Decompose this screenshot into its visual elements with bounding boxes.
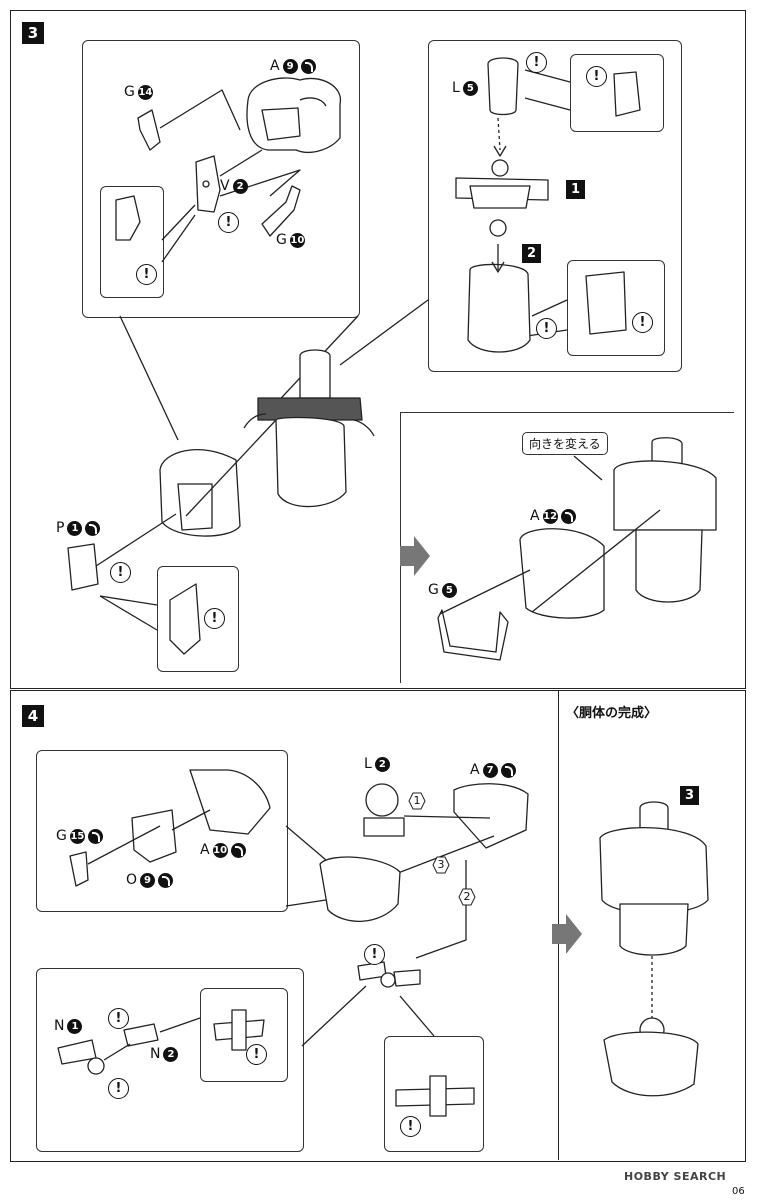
- label-g15: G 15: [56, 828, 103, 844]
- final-ref-step: 3: [680, 786, 699, 805]
- part-number: 10: [289, 232, 305, 248]
- warning-icon: !: [136, 264, 157, 285]
- warning-icon: !: [536, 318, 557, 339]
- label-a9: A 9: [270, 58, 316, 74]
- label-letter: A: [470, 762, 480, 778]
- label-letter: L: [452, 80, 460, 96]
- twist-cut-icon: [158, 872, 174, 888]
- part-number: 9: [140, 872, 156, 888]
- order-mark-2: 2: [458, 888, 476, 906]
- warning-icon: !: [108, 1008, 129, 1029]
- warning-icon: !: [110, 562, 131, 583]
- label-l5: L 5: [452, 80, 478, 96]
- order-number: 3: [437, 858, 445, 871]
- label-p1: P 1: [56, 520, 101, 536]
- order-number: 2: [463, 890, 471, 903]
- part-number: 12: [542, 508, 558, 524]
- label-g14: G 14: [124, 84, 153, 100]
- warning-icon: !: [108, 1078, 129, 1099]
- part-number: 5: [462, 80, 478, 96]
- twist-cut-icon: [500, 762, 516, 778]
- warning-icon: !: [526, 52, 547, 73]
- part-number: 1: [67, 1018, 83, 1034]
- step3-frame: [10, 10, 746, 689]
- label-a10: A 10: [200, 842, 246, 858]
- order-mark-1: 1: [408, 792, 426, 810]
- part-number: 10: [212, 842, 228, 858]
- twist-cut-icon: [85, 520, 101, 536]
- label-l2: L 2: [364, 756, 390, 772]
- warning-icon: !: [586, 66, 607, 87]
- twist-cut-icon: [230, 842, 246, 858]
- part-number: 14: [137, 84, 153, 100]
- part-number: 9: [282, 58, 298, 74]
- watermark: HOBBY SEARCH: [624, 1170, 727, 1183]
- label-letter: N: [54, 1018, 65, 1034]
- warning-icon: !: [204, 608, 225, 629]
- page-number: 06: [732, 1186, 745, 1197]
- twist-cut-icon: [560, 508, 576, 524]
- order-number: 1: [413, 794, 421, 807]
- label-letter: A: [270, 58, 280, 74]
- step4-number: 4: [22, 705, 44, 727]
- part-number: 7: [482, 762, 498, 778]
- step3-number: 3: [22, 22, 44, 44]
- part-number: 5: [441, 582, 457, 598]
- label-letter: A: [200, 842, 210, 858]
- label-g10: G 10: [276, 232, 305, 248]
- warning-icon: !: [246, 1044, 267, 1065]
- label-n2: N 2: [150, 1046, 179, 1062]
- label-letter: O: [126, 872, 138, 888]
- label-letter: V: [220, 178, 230, 194]
- label-letter: A: [530, 508, 540, 524]
- part-number: 2: [163, 1046, 179, 1062]
- step4-frame: [10, 690, 746, 1162]
- next-arrow-icon: [400, 536, 582, 954]
- substep-1: 1: [566, 180, 585, 199]
- label-g5: G 5: [428, 582, 457, 598]
- twist-cut-icon: [300, 58, 316, 74]
- section-title: 〈胴体の完成〉: [566, 706, 658, 721]
- warning-icon: !: [218, 212, 239, 233]
- warning-icon: !: [632, 312, 653, 333]
- label-a7: A 7: [470, 762, 516, 778]
- label-letter: L: [364, 756, 372, 772]
- rotate-callout: 向きを変える: [522, 432, 608, 455]
- warning-icon: !: [364, 944, 385, 965]
- order-mark-3: 3: [432, 856, 450, 874]
- part-number: 15: [69, 828, 85, 844]
- twist-cut-icon: [87, 828, 103, 844]
- label-letter: G: [428, 582, 439, 598]
- label-letter: N: [150, 1046, 161, 1062]
- part-number: 2: [374, 756, 390, 772]
- part-number: 2: [232, 178, 248, 194]
- label-letter: G: [124, 84, 135, 100]
- label-letter: G: [56, 828, 67, 844]
- label-v2: V 2: [220, 178, 248, 194]
- label-n1: N 1: [54, 1018, 83, 1034]
- label-o9: O 9: [126, 872, 174, 888]
- label-letter: G: [276, 232, 287, 248]
- substep-2: 2: [522, 244, 541, 263]
- part-number: 1: [67, 520, 83, 536]
- label-a12: A 12: [530, 508, 576, 524]
- warning-icon: !: [400, 1116, 421, 1137]
- label-letter: P: [56, 520, 65, 536]
